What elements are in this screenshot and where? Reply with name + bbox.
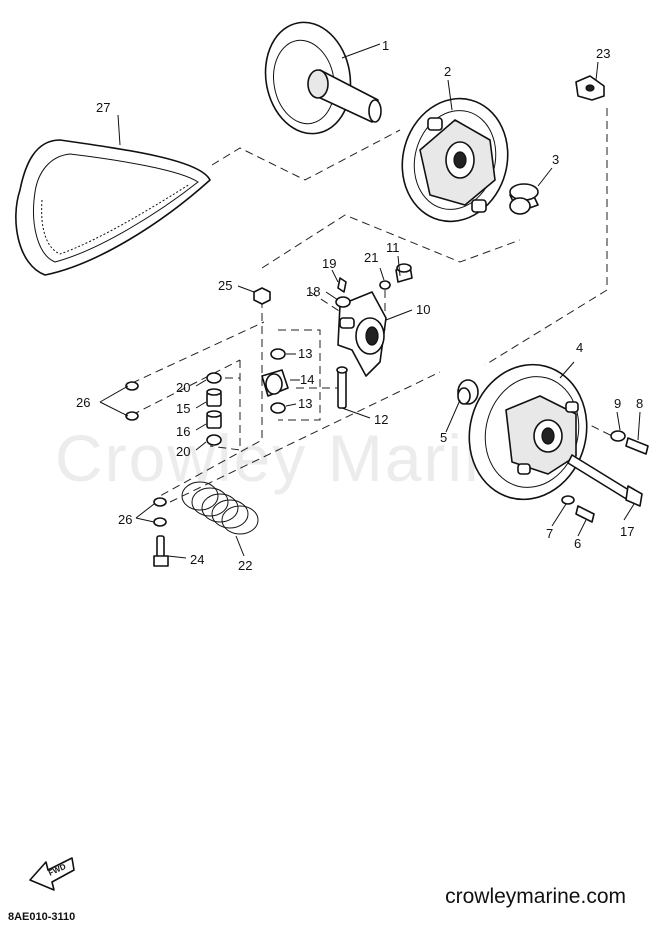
drive-belt-part xyxy=(15,139,211,276)
roller-weight-parts xyxy=(261,348,289,414)
small-fasteners-top xyxy=(335,263,413,308)
callout-18: 18 xyxy=(306,284,320,299)
callout-25: 25 xyxy=(218,278,232,293)
small-bolt-part xyxy=(153,535,169,567)
spring-part xyxy=(181,481,259,535)
callout-27: 27 xyxy=(96,100,110,115)
bushing-part xyxy=(509,183,539,215)
fixed-sheave-part xyxy=(264,21,382,135)
nut-part xyxy=(253,287,271,305)
callout-22: 22 xyxy=(238,558,252,573)
callout-8: 8 xyxy=(636,396,643,411)
fwd-arrow-icon: FWD xyxy=(29,857,75,891)
washer-parts xyxy=(125,381,167,527)
website-footer-text: crowleymarine.com xyxy=(445,885,626,908)
watermark-text: Crowley Marine xyxy=(55,421,542,495)
long-bolt-part xyxy=(567,454,643,507)
callout-12: 12 xyxy=(374,412,388,427)
callout-4: 4 xyxy=(576,340,583,355)
callout-13-top: 13 xyxy=(298,346,312,361)
callout-19: 19 xyxy=(322,256,336,271)
callout-14: 14 xyxy=(300,372,314,387)
callout-7: 7 xyxy=(546,526,553,541)
callout-20-top: 20 xyxy=(176,380,190,395)
callout-24: 24 xyxy=(190,552,204,567)
callout-15: 15 xyxy=(176,401,190,416)
bushing-stack-parts xyxy=(206,372,222,446)
pin-part xyxy=(336,366,348,409)
callout-numbers: 1 2 3 27 23 11 21 19 18 10 25 13 14 13 1… xyxy=(76,38,643,573)
bushing-part-5 xyxy=(457,379,479,405)
spider-arm-part xyxy=(337,291,387,377)
callout-10: 10 xyxy=(416,302,430,317)
movable-sheave-part xyxy=(401,97,509,223)
callout-1: 1 xyxy=(382,38,389,53)
callout-11: 11 xyxy=(386,240,400,255)
bracket-part xyxy=(575,75,605,101)
callout-3: 3 xyxy=(552,152,559,167)
callout-9: 9 xyxy=(614,396,621,411)
callout-5: 5 xyxy=(440,430,447,445)
callout-26-top: 26 xyxy=(76,395,90,410)
callout-2: 2 xyxy=(444,64,451,79)
small-fasteners-right xyxy=(561,430,649,523)
callout-leader-lines xyxy=(99,43,641,559)
callout-6: 6 xyxy=(574,536,581,551)
callout-26-bottom: 26 xyxy=(118,512,132,527)
callout-16: 16 xyxy=(176,424,190,439)
callout-21: 21 xyxy=(364,250,378,265)
primary-sheave-part xyxy=(468,363,588,501)
callout-23: 23 xyxy=(596,46,610,61)
callout-13-bottom: 13 xyxy=(298,396,312,411)
callout-20-bottom: 20 xyxy=(176,444,190,459)
diagram-code-label: 8AE010-3110 xyxy=(8,911,76,923)
callout-17: 17 xyxy=(620,524,634,539)
